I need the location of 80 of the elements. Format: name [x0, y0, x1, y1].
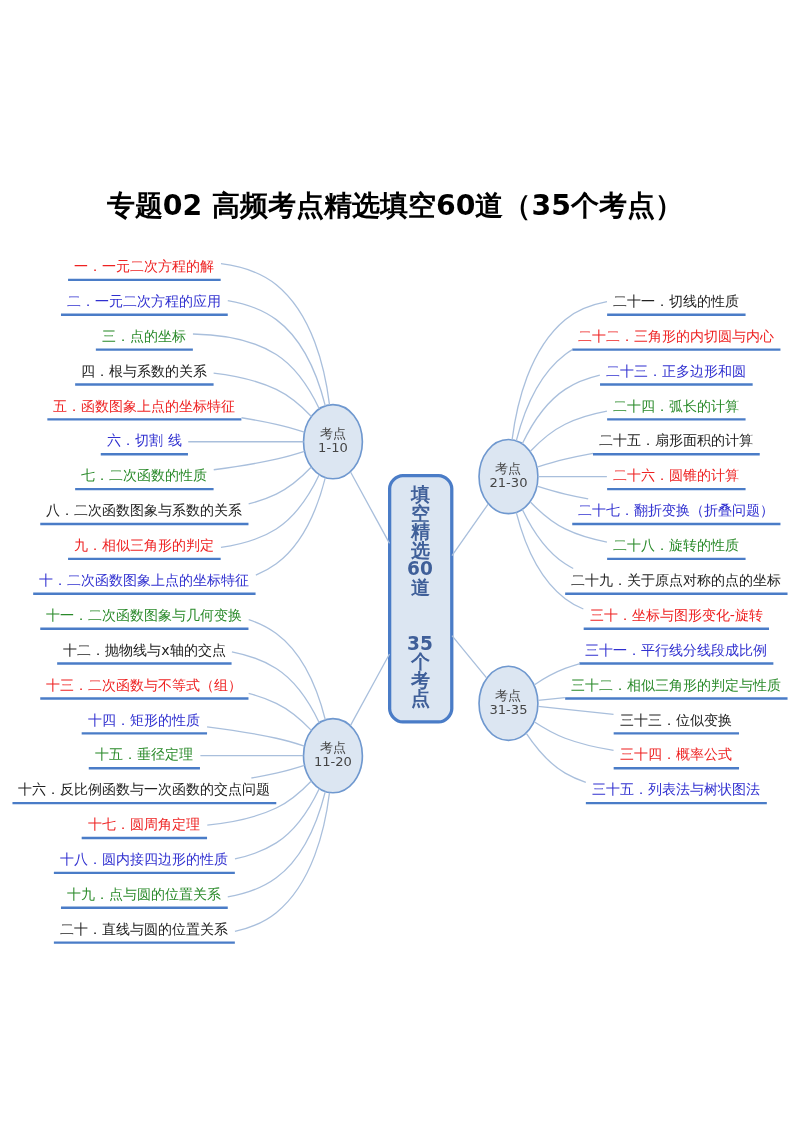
connector	[192, 333, 320, 410]
node-text: 二十三．正多边形和圆	[606, 362, 747, 379]
node-text: 三十二．相似三角形的判定与性质	[571, 676, 782, 693]
node-text: 二．一元二次方程的应用	[67, 292, 222, 309]
node-ellipse: 考点 21-30	[478, 438, 539, 515]
node-text: 二十．直线与圆的位置关系	[60, 920, 229, 937]
node-text: 十．二次函数图象上点的坐标特征	[39, 571, 250, 588]
node-text: 十九．点与圆的位置关系	[67, 885, 222, 902]
connector	[255, 476, 326, 576]
node-text: 二十二．三角形的内切圆与内心	[578, 327, 775, 344]
connector	[227, 790, 326, 898]
connector	[537, 696, 566, 701]
connector	[199, 755, 304, 757]
connector	[248, 692, 312, 732]
node-text: 二十一．切线的性质	[613, 292, 740, 309]
connector	[240, 417, 306, 433]
node-text: 十一．二次函数图象与几何变换	[46, 606, 243, 623]
connector	[220, 474, 320, 549]
node-text: 十五．垂径定理	[95, 746, 194, 763]
node-text: 二十四．弧长的计算	[613, 397, 740, 414]
node-text: 四．根与系数的关系	[81, 362, 208, 379]
connector	[515, 511, 584, 610]
node-text: 一．一元二次方程的解	[74, 258, 215, 275]
node-text: 二十五．扇形面积的计算	[599, 432, 754, 449]
node-text: 三．点的坐标	[102, 327, 187, 344]
node-text: 三十一．平行线分线段成比例	[585, 641, 768, 658]
connector	[206, 726, 306, 747]
connector	[537, 705, 615, 715]
node-text: 二十八．旋转的性质	[613, 537, 740, 554]
connector	[536, 485, 589, 500]
connector	[187, 441, 305, 443]
connector	[213, 450, 306, 471]
node-text: 六．切割 线	[107, 432, 182, 449]
node-ellipse: 考点 1-10	[302, 403, 364, 480]
connector	[248, 619, 326, 721]
connector	[536, 452, 594, 468]
node-text: 十三．二次函数与不等式（组）	[46, 676, 243, 693]
node-ellipse: 考点 31-35	[478, 665, 539, 742]
node-text: 二十七．翻折变换（折叠问题）	[578, 502, 775, 519]
node-text: 八．二次函数图象与系数的关系	[46, 502, 243, 519]
node-text: 十六．反比例函数与一次函数的交点问题	[18, 781, 271, 798]
node-text: 二十六．圆锥的计算	[613, 467, 740, 484]
node-text: 十七．圆周角定理	[88, 816, 201, 833]
connector	[234, 792, 331, 932]
connector	[349, 471, 391, 545]
node-text: 三十四．概率公式	[620, 746, 733, 763]
connector	[525, 732, 587, 783]
node-ellipse: 考点 11-20	[302, 717, 364, 794]
connector	[234, 788, 320, 860]
connector	[250, 764, 306, 779]
connector	[220, 263, 331, 406]
connector	[521, 374, 601, 445]
node-text: 十二．抛物线与x轴的交点	[63, 641, 226, 658]
connector	[533, 721, 615, 752]
node-text: 十八．圆内接四边形的性质	[60, 851, 229, 868]
connector	[521, 508, 574, 570]
node-text: 七．二次函数的性质	[81, 467, 208, 484]
node-text: 三十．坐标与图形变化-旋转	[589, 606, 763, 623]
connector	[231, 651, 320, 724]
connector	[206, 780, 312, 826]
connector	[451, 634, 488, 679]
node-text: 二十九．关于原点对称的点的坐标	[571, 571, 782, 588]
diagram-title: 专题02 高频考点精选填空60道（35个考点）	[106, 189, 683, 223]
connector	[227, 299, 326, 407]
node-text: 十四．矩形的性质	[88, 711, 201, 728]
connector	[349, 653, 391, 727]
node-text: 九．相似三角形的判定	[74, 537, 215, 554]
connector	[515, 349, 574, 442]
connector	[248, 466, 312, 505]
connector	[529, 501, 608, 543]
node-text: 三十三．位似变换	[620, 711, 733, 728]
node-text: 三十五．列表法与树状图法	[592, 781, 761, 798]
connector	[511, 301, 608, 441]
connector	[533, 662, 581, 686]
connector	[537, 475, 608, 478]
connector	[529, 410, 608, 452]
node-text: 五．函数图象上点的坐标特征	[53, 397, 236, 414]
node-box: 填空精选60道 35个考点	[388, 473, 454, 724]
connector	[212, 372, 312, 418]
connector	[451, 503, 489, 557]
